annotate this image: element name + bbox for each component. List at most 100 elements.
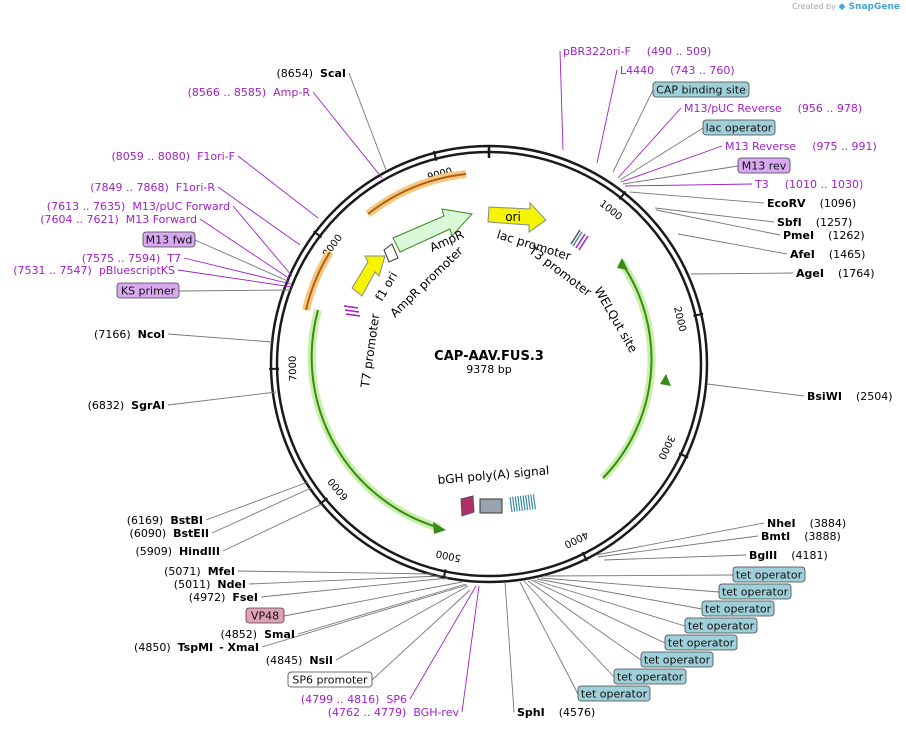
tet-operator-1[interactable]: tet operator [732, 566, 806, 583]
site-ecorv[interactable]: EcoRV(1096) [767, 197, 856, 210]
l4440-connector [596, 69, 618, 164]
sbfi-pos: (1257) [816, 216, 853, 229]
site-pmei[interactable]: PmeI(1262) [783, 229, 865, 242]
site-bsteii[interactable]: (6090)BstEII [130, 527, 209, 540]
bstbi-label: (6169)BstBI [127, 514, 203, 527]
cds-right-arrowhead [617, 258, 628, 270]
site-vp48[interactable]: VP48 [245, 607, 285, 624]
site-ks-primer[interactable]: KS primer [116, 282, 180, 299]
bmti-pos: (3888) [804, 530, 841, 543]
ncoi-pos: (7166) [94, 328, 131, 341]
tet-stripe [519, 495, 523, 511]
smai-pos: (4852) [221, 628, 258, 641]
sgrai-connector [167, 391, 277, 406]
site-m13-reverse[interactable]: M13 Reverse(975 .. 991) [725, 140, 877, 153]
site-l4440[interactable]: L4440(743 .. 760) [620, 64, 735, 77]
site-lac-operator[interactable]: lac operator [702, 119, 776, 136]
mfei-connector [237, 570, 434, 575]
nhei-name: NheI [767, 517, 796, 530]
lac-operator-connector [619, 127, 704, 181]
site-bsiwi[interactable]: BsiWI(2504) [807, 390, 893, 403]
t3-name: T3 [754, 178, 769, 191]
cap-binding-site-box [652, 81, 750, 98]
tet-operator-8[interactable]: tet operator [577, 685, 651, 702]
site-bstbi[interactable]: (6169)BstBI [127, 514, 203, 527]
site-sp6-promoter[interactable]: SP6 promoter [287, 671, 373, 688]
tet-operator-2[interactable]: tet operator [718, 583, 792, 600]
tet-operator-3[interactable]: tet operator [701, 600, 775, 617]
site-sbfi[interactable]: SbfI(1257) [777, 216, 852, 229]
site-mfei[interactable]: (5071)MfeI [164, 565, 235, 578]
tick-9000 [432, 150, 438, 161]
site-sgrai[interactable]: (6832)SgrAI [88, 399, 165, 412]
cap-binding-site-connector [612, 89, 654, 173]
t7-name: T7 [166, 252, 181, 265]
ecorv-label: EcoRV(1096) [767, 197, 856, 210]
site-agei[interactable]: AgeI(1764) [796, 267, 875, 280]
bgh-rev-label: (4762 .. 4779)BGH-rev [328, 706, 460, 719]
tet-operator-4[interactable]: tet operator [684, 617, 758, 634]
t3-pos: (1010 .. 1030) [785, 178, 864, 191]
tet-stripe [522, 495, 526, 511]
site-scai[interactable]: (8654)ScaI [276, 67, 346, 80]
lac-operator-label: lac operator [706, 122, 773, 135]
site-m13-puc-fwd[interactable]: (7613 .. 7635)M13/pUC Forward [47, 200, 230, 213]
site-afei[interactable]: AfeI(1465) [790, 248, 865, 261]
cds-left [310, 309, 441, 529]
site-tspmi[interactable]: (4850)TspMI- XmaI [134, 641, 259, 654]
site-fsei[interactable]: (4972)FseI [189, 591, 258, 604]
f1ori-r-pos: (7849 .. 7868) [90, 181, 169, 194]
cds-left-arrowhead [433, 522, 446, 534]
afei-name: AfeI [790, 248, 815, 261]
snapgene-name: SnapGene [848, 2, 900, 12]
site-pbr322ori-f[interactable]: pBR322ori-F(490 .. 509) [563, 45, 711, 58]
agei-pos: (1764) [838, 267, 875, 280]
site-nhei[interactable]: NheI(3884) [767, 517, 846, 530]
m13-reverse-pos: (975 .. 991) [812, 140, 877, 153]
mfei-label: (5071)MfeI [164, 565, 235, 578]
site-bglii[interactable]: BglII(4181) [749, 549, 828, 562]
bsteii-connector [211, 487, 312, 534]
ks-region-marks [343, 305, 361, 317]
tet-operator-connector [533, 579, 686, 627]
site-pbluescriptks[interactable]: (7531 .. 7547)pBluescriptKS [13, 264, 175, 277]
site-smai[interactable]: (4852)SmaI [221, 628, 295, 641]
tick-label-5000: 5000 [435, 547, 462, 563]
site-bgh-rev[interactable]: (4762 .. 4779)BGH-rev [328, 706, 460, 719]
site-cap-binding-site[interactable]: CAP binding site [652, 81, 750, 98]
tet-operator-6[interactable]: tet operator [640, 651, 714, 668]
f1ori-f-label: (8059 .. 8080)F1ori-F [112, 150, 236, 163]
site-amp-r[interactable]: (8566 .. 8585)Amp-R [188, 86, 311, 99]
tet-operator-box [640, 651, 714, 668]
site-ndei[interactable]: (5011)NdeI [174, 578, 246, 591]
site-nsii[interactable]: (4845)NsiI [266, 654, 333, 667]
site-m13-puc-rev[interactable]: M13/pUC Reverse(956 .. 978) [684, 102, 862, 115]
site-t7[interactable]: (7575 .. 7594)T7 [82, 252, 181, 265]
t3-connector [624, 183, 753, 187]
site-m13-fwd-primer[interactable]: (7604 .. 7621)M13 Forward [40, 213, 197, 226]
vp48-label: VP48 [251, 610, 279, 623]
site-m13-rev[interactable]: M13 rev [737, 157, 791, 174]
site-t3[interactable]: T3 (1010 .. 1030) [754, 178, 863, 191]
site-m13-fwd[interactable]: M13 fwd [142, 231, 196, 248]
site-f1ori-f[interactable]: (8059 .. 8080)F1ori-F [112, 150, 236, 163]
site-hindiii[interactable]: (5909)HindIII [135, 545, 220, 558]
bsiwi-pos: (2504) [856, 390, 893, 403]
pmei-connector [655, 209, 781, 236]
m13-rev-label: M13 rev [742, 160, 787, 173]
bglii-label: BglII(4181) [749, 549, 828, 562]
site-f1ori-r[interactable]: (7849 .. 7868)F1ori-R [90, 181, 215, 194]
tet-operator-5[interactable]: tet operator [664, 634, 738, 651]
bmti-connector [597, 535, 759, 558]
tet-stripe [514, 496, 518, 512]
sphi-pos: (4576) [559, 706, 596, 719]
scai-connector [348, 72, 387, 171]
site-bmti[interactable]: BmtI(3888) [761, 530, 841, 543]
tet-operator-label: tet operator [644, 654, 711, 667]
site-sphi[interactable]: SphI(4576) [517, 706, 595, 719]
site-ncoi[interactable]: (7166)NcoI [94, 328, 165, 341]
site-sp6[interactable]: (4799 .. 4816)SP6 [301, 693, 407, 706]
tet-operator-7[interactable]: tet operator [613, 668, 687, 685]
tspmi-label: (4850)TspMI- XmaI [134, 641, 259, 654]
bgh-rev-name: BGH-rev [413, 706, 459, 719]
